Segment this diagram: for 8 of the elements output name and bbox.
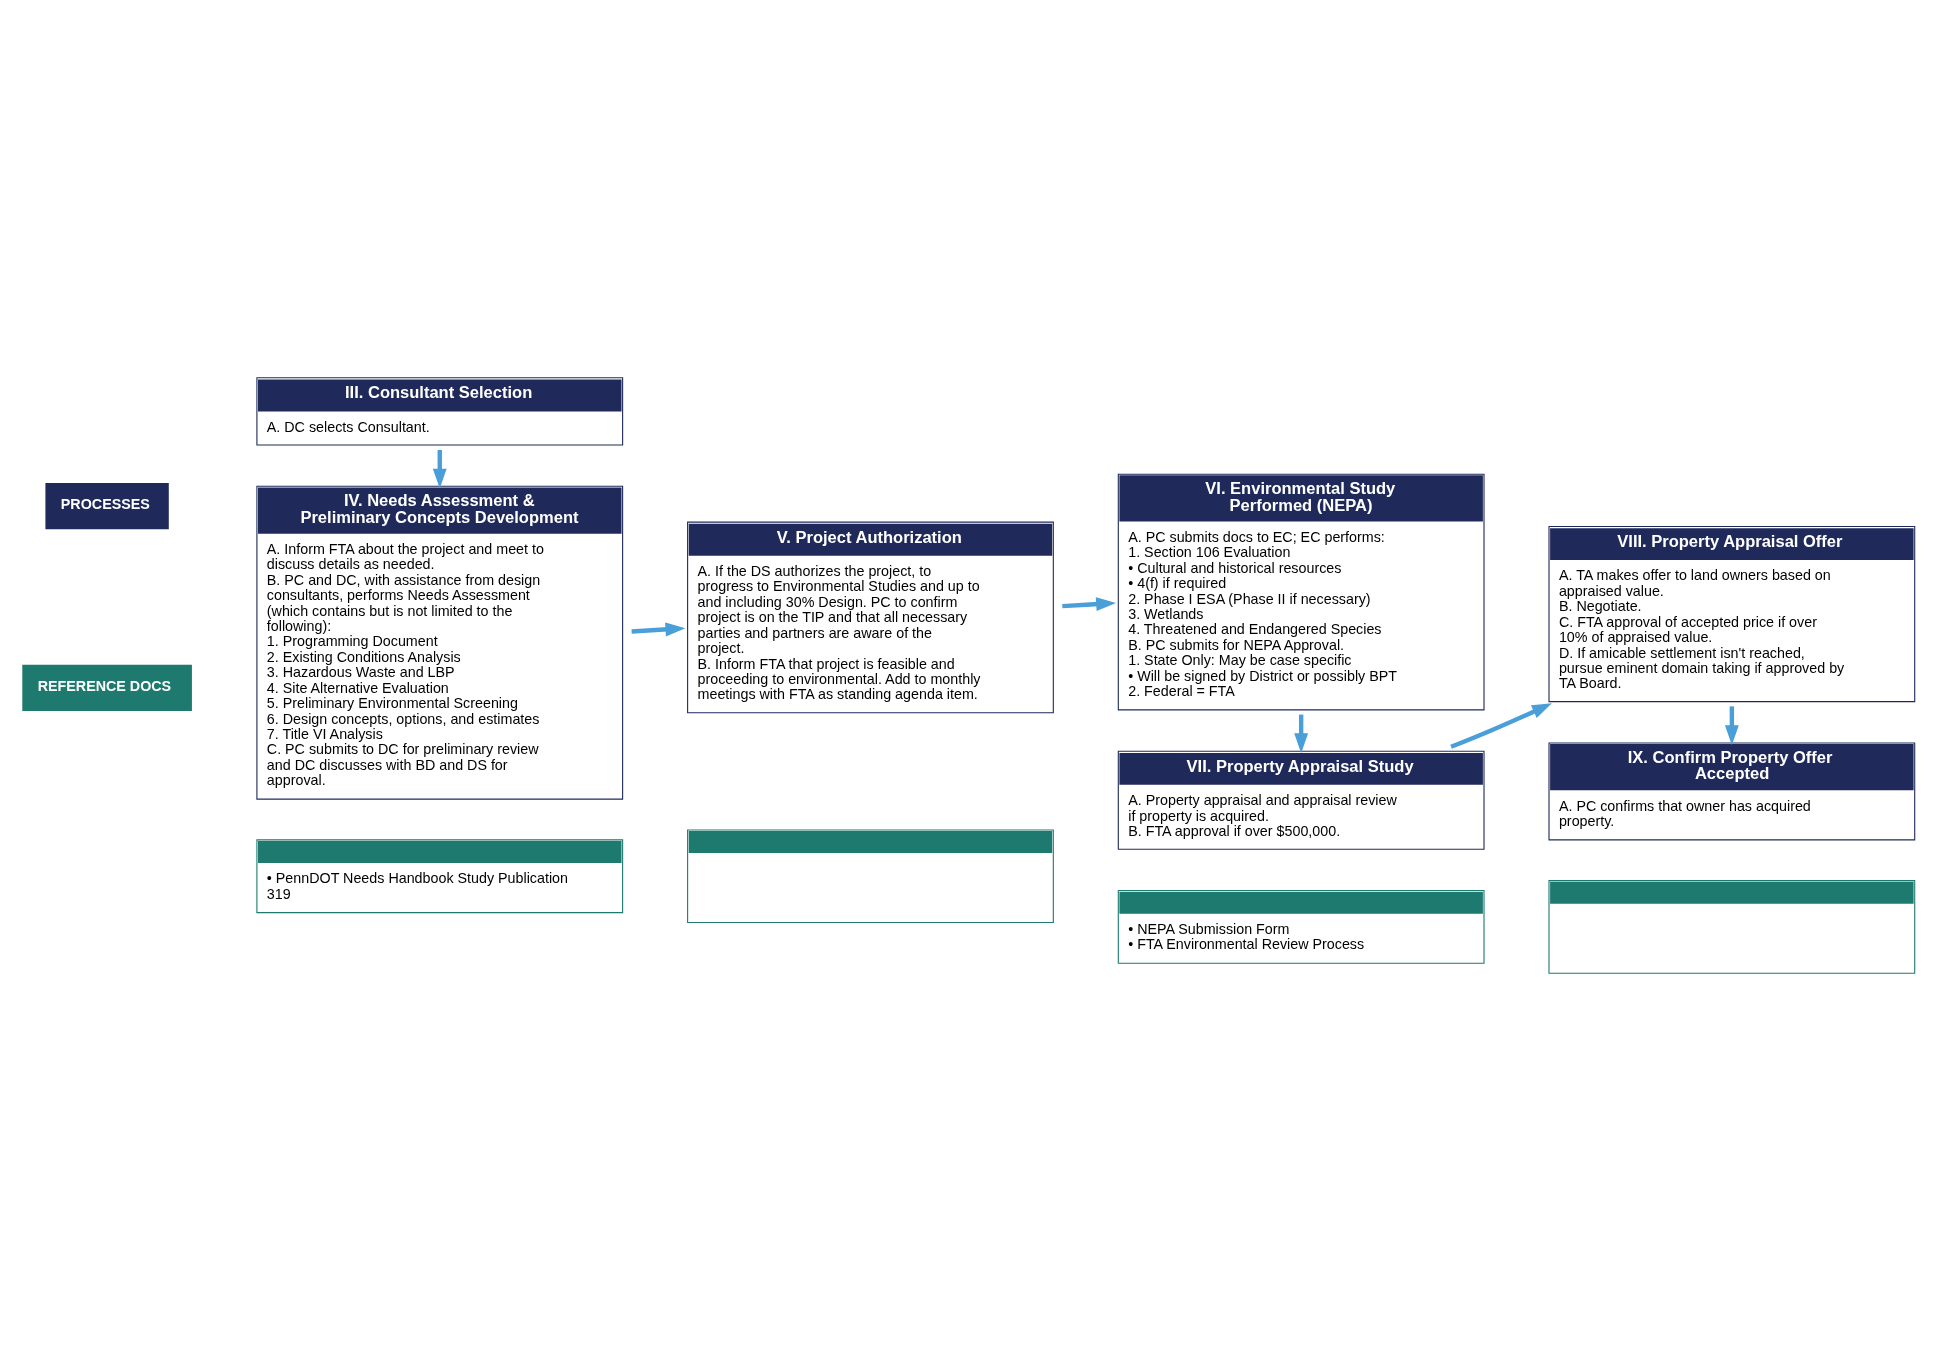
node-box: REFERENCE DOCS	[22, 664, 192, 711]
node-box: PROCESSES	[45, 483, 169, 530]
arrow	[1724, 706, 1739, 746]
arrow	[432, 449, 447, 489]
arrow	[1294, 714, 1309, 754]
arrow	[1450, 703, 1552, 749]
arrow	[1062, 597, 1117, 612]
arrow	[631, 622, 686, 637]
